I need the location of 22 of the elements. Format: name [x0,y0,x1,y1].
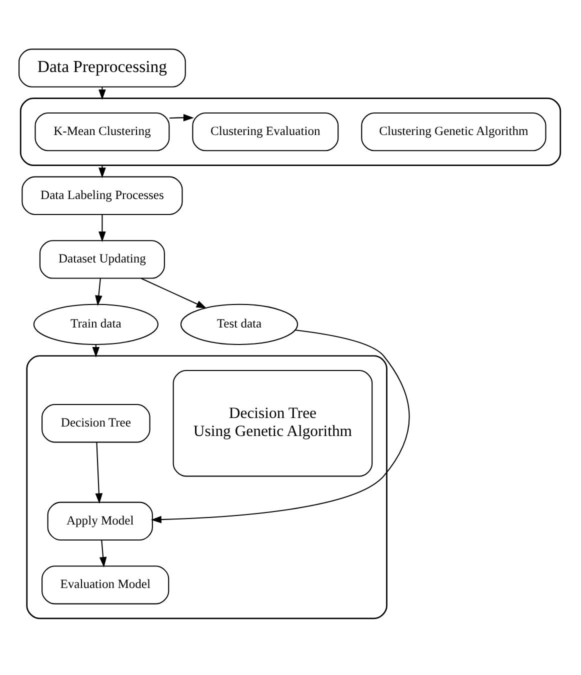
arrow [169,114,194,121]
cluster [20,97,562,166]
arrow [150,329,410,523]
node-box: Data Labeling Processes [22,176,183,214]
node-ellipse: Test data [180,303,298,344]
arrow [95,442,103,504]
node-box: Clustering Genetic Algorithm [361,112,546,151]
node-box: Decision Tree Using Genetic Algorithm [172,370,373,476]
node-box: Evaluation Model [42,565,170,604]
node-box: Apply Model [47,501,153,540]
cluster [26,354,388,619]
node-box: K-Mean Clustering [34,112,170,151]
node-ellipse: Train data [33,303,158,344]
arrow [140,277,207,308]
arrow [92,344,100,357]
node-box: Data Preprocessing [18,48,186,87]
arrow [98,214,106,242]
arrow [95,278,102,306]
node-box: Dataset Updating [39,240,165,278]
node-box: Clustering Evaluation [192,112,339,151]
arrow [99,540,107,567]
node-box: Decision Tree [42,404,150,442]
